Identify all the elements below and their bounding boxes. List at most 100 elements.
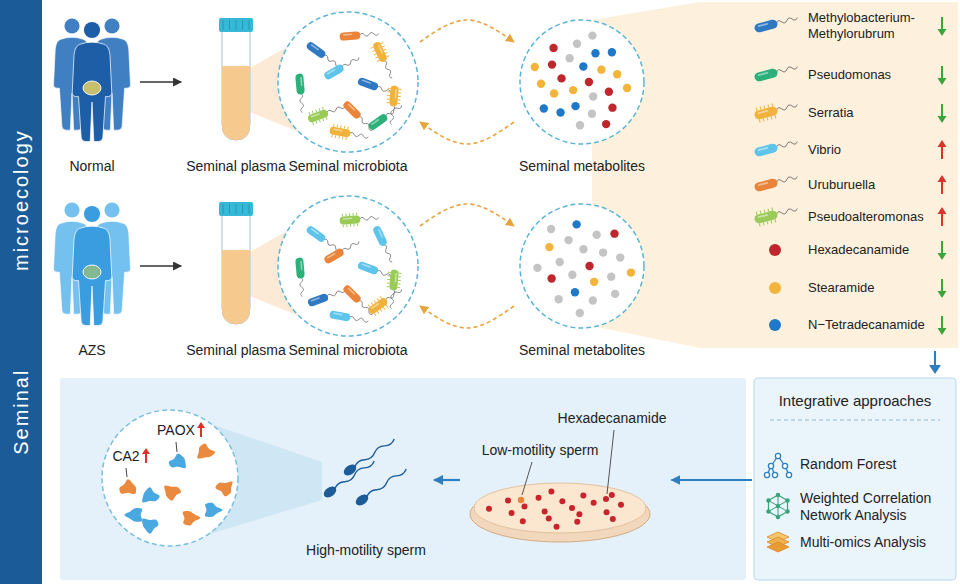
tube-cap bbox=[219, 202, 253, 216]
arrow-shaft bbox=[941, 181, 943, 194]
bacterium-shine bbox=[395, 273, 397, 283]
bacterium bbox=[385, 85, 402, 125]
sample-row bbox=[54, 196, 644, 336]
cap-ridge bbox=[229, 20, 230, 30]
bacterium-shine bbox=[362, 79, 372, 84]
flow-arrow bbox=[671, 479, 752, 481]
low-motility-sperm-dot bbox=[518, 497, 524, 503]
tree-node bbox=[786, 472, 791, 477]
increase-arrow bbox=[145, 453, 147, 463]
hexadecanamide-dot bbox=[618, 502, 624, 508]
hexadecanamide-dot bbox=[522, 503, 528, 509]
bacterium-shine bbox=[310, 113, 320, 118]
bacterium bbox=[385, 269, 402, 309]
legend-swatch bbox=[748, 15, 802, 37]
tree-node bbox=[764, 472, 769, 477]
bacterium bbox=[323, 54, 361, 81]
bacterium-shine bbox=[343, 33, 353, 35]
legend-swatch bbox=[748, 314, 802, 336]
body bbox=[72, 226, 112, 325]
bacterium-body bbox=[389, 269, 399, 290]
legend-swatch bbox=[748, 64, 802, 86]
hexadecanamide-dot bbox=[548, 488, 554, 494]
legend-label: Uruburuella bbox=[808, 177, 936, 193]
bacterium-shine bbox=[757, 72, 768, 77]
flagellum bbox=[326, 105, 345, 115]
bacterium-shine bbox=[333, 312, 343, 315]
bacterium-body bbox=[339, 215, 360, 225]
hexadecanamide-dot bbox=[609, 492, 615, 498]
legend-label: Stearamide bbox=[808, 280, 936, 296]
result-panel bbox=[60, 378, 746, 580]
sample-row bbox=[54, 12, 644, 152]
legend-swatch bbox=[748, 277, 802, 299]
metabolite-dot bbox=[533, 264, 541, 272]
bacterium-shine bbox=[311, 44, 320, 51]
metabolite-dot bbox=[547, 274, 555, 282]
node-label: Low-motility sperm bbox=[482, 442, 599, 459]
legend-label: Methylobacterium-Methylorubrum bbox=[808, 10, 936, 43]
legend-row: Serratia bbox=[748, 102, 956, 124]
flagellum bbox=[326, 289, 345, 299]
protein-blob bbox=[169, 453, 186, 468]
decrease-arrow bbox=[936, 64, 948, 86]
tree-node bbox=[782, 463, 787, 468]
bacterium-body bbox=[754, 143, 779, 158]
head bbox=[84, 206, 100, 222]
tube-cap bbox=[219, 18, 253, 32]
head bbox=[104, 18, 119, 33]
bacterium-body bbox=[754, 178, 779, 193]
cap-ridge bbox=[249, 204, 250, 214]
metabolites-panel: Seminal metabolites bbox=[516, 20, 648, 178]
bacterium-shine bbox=[378, 44, 384, 53]
metabolite-dot bbox=[564, 236, 572, 244]
protein-blob bbox=[119, 479, 136, 494]
flagellum bbox=[383, 60, 394, 79]
bacterium-shine bbox=[757, 182, 768, 187]
bacterium bbox=[329, 310, 369, 325]
arrow-tip bbox=[938, 175, 947, 182]
metabolite-dot bbox=[556, 108, 564, 116]
legend-label: Pseudomonas bbox=[808, 67, 936, 83]
flow-arrow bbox=[140, 81, 181, 83]
bacterium-shine bbox=[757, 214, 768, 219]
bacterium bbox=[295, 73, 306, 113]
arrow-shaft bbox=[941, 146, 943, 159]
petri-dish: Low-motility spermHexadecanamide bbox=[462, 406, 669, 548]
protein-blob bbox=[215, 482, 232, 497]
head bbox=[84, 22, 100, 38]
metabolite-dot bbox=[589, 296, 597, 304]
leader-line bbox=[176, 442, 177, 452]
network-node bbox=[776, 493, 780, 497]
interaction-arrow bbox=[420, 20, 514, 42]
hexadecanamide-dot bbox=[603, 496, 609, 502]
metabolite-dot bbox=[568, 271, 576, 279]
tube-body bbox=[222, 214, 250, 324]
metabolites-circle bbox=[520, 204, 644, 328]
network-icon bbox=[766, 493, 789, 519]
arrow-tip bbox=[938, 140, 947, 147]
metabolite-dot bbox=[605, 88, 613, 96]
bacterium-shine bbox=[757, 147, 768, 152]
methods-box: Integrative approachesRandom ForestWeigh… bbox=[754, 378, 956, 580]
microbiota-panel: Seminal microbiota bbox=[278, 196, 418, 362]
bacterium bbox=[754, 15, 799, 33]
metabolite-dot bbox=[608, 103, 616, 111]
leader-line bbox=[522, 462, 532, 495]
hexadecanamide-dot bbox=[569, 505, 575, 511]
flagellum bbox=[383, 244, 394, 263]
hexadecanamide-dot bbox=[591, 500, 597, 506]
flagellum bbox=[776, 207, 798, 216]
sperm-head bbox=[354, 492, 371, 507]
seminal-fluid bbox=[222, 250, 250, 324]
interaction-arrow bbox=[420, 204, 514, 226]
bacterium-body bbox=[754, 210, 779, 225]
legend-row: Pseudoalteromonas bbox=[748, 206, 956, 228]
node-label: Seminal metabolites bbox=[519, 158, 645, 175]
human-figure bbox=[72, 22, 112, 142]
flagellum bbox=[390, 105, 395, 124]
bacterium-shine bbox=[300, 77, 302, 87]
bacterium-body bbox=[329, 310, 351, 321]
cap-ridge bbox=[249, 20, 250, 30]
